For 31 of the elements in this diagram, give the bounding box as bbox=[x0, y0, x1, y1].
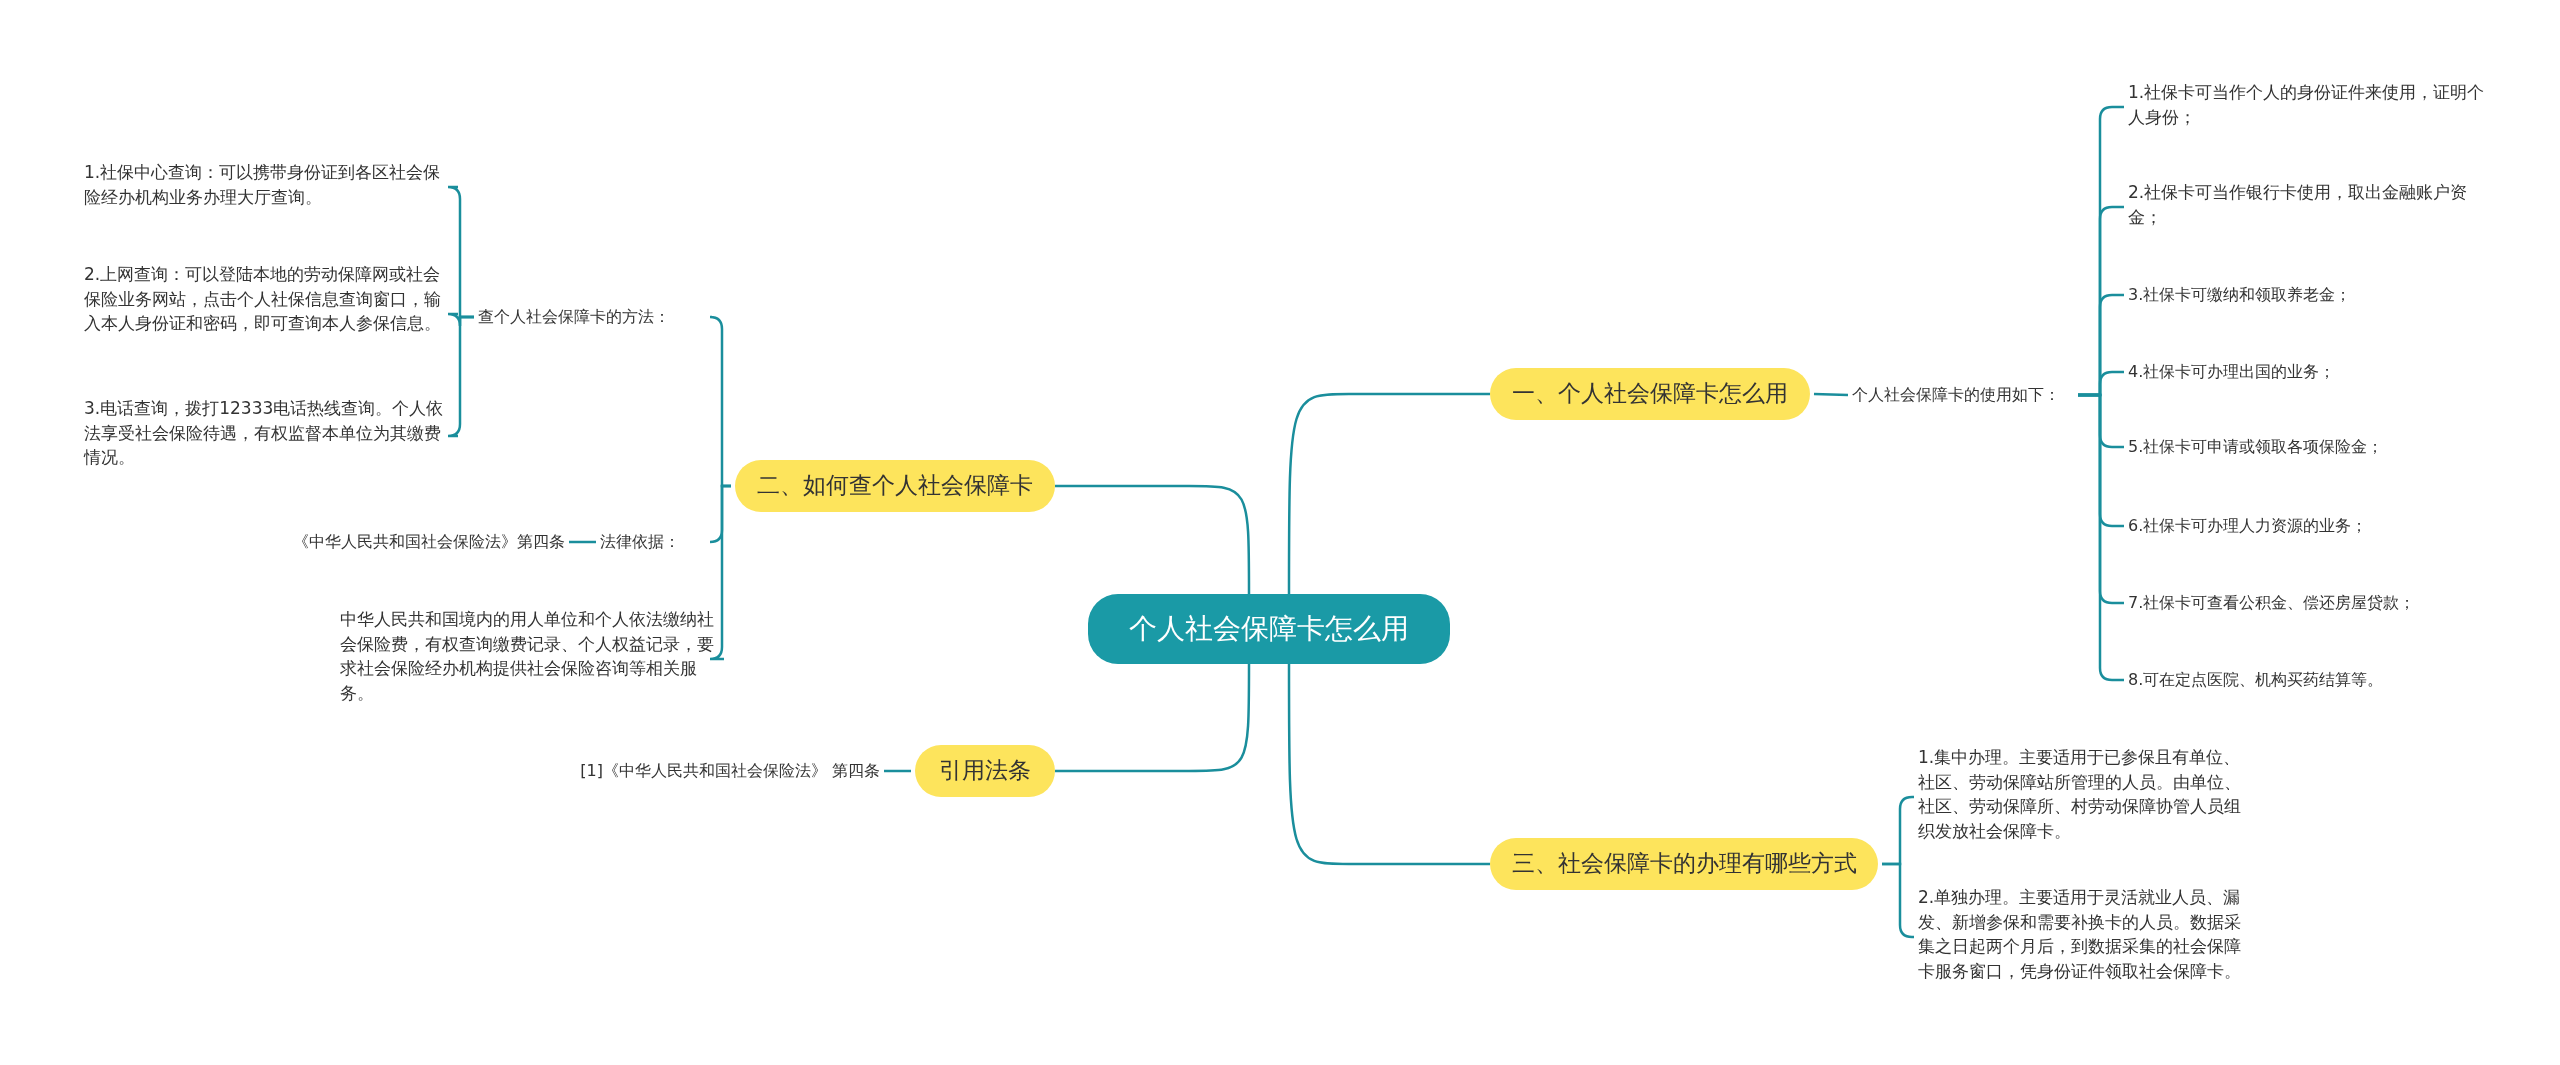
item-text: 1.社保中心查询：可以携带身份证到各区社会保险经办机构业务办理大厅查询。 bbox=[84, 160, 454, 214]
connector-line bbox=[1055, 484, 1251, 594]
item-text: 2.单独办理。主要适用于灵活就业人员、漏发、新增参保和需要补换卡的人员。数据采集之日起两个月后，到数据采集的社会保障卡服务窗口，凭身份证件领取社会保障卡。 bbox=[1918, 885, 2248, 989]
item-text: 7.社保卡可查看公积金、偿还房屋贷款； bbox=[2128, 588, 2493, 618]
topic-pill: 引用法条 bbox=[915, 745, 1055, 797]
connector-line bbox=[884, 769, 911, 773]
subtopic-text: 法律依据： bbox=[600, 527, 708, 557]
item-text: 5.社保卡可申请或领取各项保险金； bbox=[2128, 432, 2493, 462]
item-text: 2.上网查询：可以登陆本地的劳动保障网或社会保险业务网站，点击个人社保信息查询窗口，输入本人身份证和密码，即可查询本人参保信息。 bbox=[84, 262, 454, 366]
topic-pill: 一、个人社会保障卡怎么用 bbox=[1490, 368, 1810, 420]
item-text: 3.电话查询，拨打12333电话热线查询。个人依法享受社会保险待遇，有权监督本单位为其缴费情况。 bbox=[84, 396, 454, 476]
connector-line bbox=[1055, 664, 1251, 773]
subtopic-text: 查个人社会保障卡的方法： bbox=[478, 302, 708, 332]
item-text: [1]《中华人民共和国社会保险法》 第四条 bbox=[540, 756, 880, 786]
item-text: 中华人民共和国境内的用人单位和个人依法缴纳社会保险费，有权查询缴费记录、个人权益记录，要求社会保险经办机构提供社会保险咨询等相关服务。 bbox=[340, 607, 720, 711]
item-text: 4.社保卡可办理出国的业务； bbox=[2128, 357, 2493, 387]
item-text: 3.社保卡可缴纳和领取养老金； bbox=[2128, 280, 2493, 310]
topic-pill: 三、社会保障卡的办理有哪些方式 bbox=[1490, 838, 1878, 890]
item-text: 2.社保卡可当作银行卡使用，取出金融账户资金； bbox=[2128, 180, 2493, 234]
item-text: 8.可在定点医院、机构买药结算等。 bbox=[2128, 665, 2493, 695]
topic-pill: 二、如何查个人社会保障卡 bbox=[735, 460, 1055, 512]
item-text: 《中华人民共和国社会保险法》第四条 bbox=[245, 527, 565, 557]
item-text: 1.集中办理。主要适用于已参保且有单位、社区、劳动保障站所管理的人员。由单位、社区、劳动保障所、村劳动保障协管人员组织发放社会保障卡。 bbox=[1918, 745, 2248, 849]
central-topic: 个人社会保障卡怎么用 bbox=[1088, 594, 1450, 664]
connector-line bbox=[569, 540, 596, 544]
connector-line bbox=[1287, 664, 1490, 866]
connector-line bbox=[1287, 392, 1490, 594]
connector-line bbox=[1813, 392, 1849, 397]
item-text: 6.社保卡可办理人力资源的业务； bbox=[2128, 511, 2493, 541]
subtopic-text: 个人社会保障卡的使用如下： bbox=[1852, 380, 2074, 410]
item-text: 1.社保卡可当作个人的身份证件来使用，证明个人身份； bbox=[2128, 80, 2493, 134]
